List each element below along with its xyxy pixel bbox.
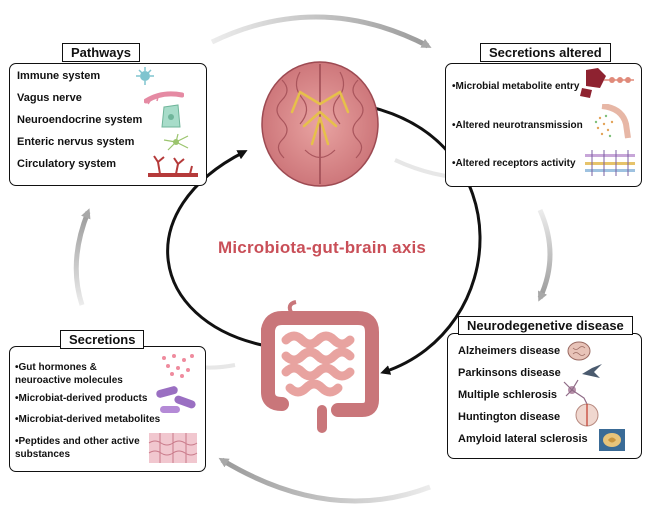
disease-item-multiple-sclerosis: Multiple schlerosis [458,389,558,401]
secretions-altered-title: Secretions altered [480,43,611,62]
parkinson-icon [582,364,602,378]
secretions-altered-box [445,63,642,187]
receptor-membrane-icon [585,150,635,176]
grey-arrow-right [537,208,553,302]
center-title: Microbiota-gut-brain axis [218,238,427,257]
multiple-sclerosis-neuron-icon [563,379,589,407]
tissue-icon [148,433,198,463]
disease-item-als: Amyloid lateral sclerosis [458,433,588,445]
secretions-altered-item-neurotransmission: •Altered neurotransmission [452,120,583,131]
pathways-title: Pathways [62,43,140,62]
disease-item-huntington: Huntington disease [458,411,561,423]
alzheimer-brain-icon [567,341,591,361]
neurodegenerative-title: Neurodegenetive disease [458,316,633,335]
blood-vessel-icon [148,155,198,177]
secretions-item-metabolites: •Microbiat-derived metabolites [15,414,161,425]
secretions-title: Secretions [60,330,145,349]
pathway-item-vagus: Vagus nerve [17,92,82,104]
vagus-nerve-icon [144,91,184,105]
neuroendocrine-cell-icon [161,104,181,128]
grey-arrow-left [73,208,91,306]
grey-arrow-top [210,14,432,49]
immune-cell-icon [136,67,154,85]
bacteria-icon [156,386,196,413]
huntington-brain-icon [575,403,599,427]
grey-arrow-bottom [218,457,431,504]
metabolite-chain-icon [580,68,634,98]
secretions-item-peptides: •Peptides and other active substances [15,436,140,460]
secretions-item-hormones: •Gut hormones & neuroactive molecules [15,362,123,386]
black-arrow-brain-to-gut [365,104,482,375]
spinal-cord-icon [599,429,625,451]
disease-item-parkinsons: Parkinsons disease [458,367,561,379]
secretions-altered-item-metabolite: •Microbial metabolite entry [452,81,580,92]
intestine-illustration [261,300,379,433]
brain-illustration [261,61,379,187]
secretions-altered-item-receptors: •Altered receptors activity [452,158,576,169]
pathway-item-immune: Immune system [17,70,101,82]
pathway-item-enteric: Enteric nervus system [17,136,135,148]
pathway-item-neuroendocrine: Neuroendocrine system [17,114,143,126]
secretions-item-products: •Microbiat-derived products [15,393,148,404]
neuron-icon [163,133,189,151]
disease-item-alzheimers: Alzheimers disease [458,345,561,357]
molecules-icon [162,354,194,378]
pathway-item-circulatory: Circulatory system [17,158,117,170]
synapse-icon [594,104,631,139]
